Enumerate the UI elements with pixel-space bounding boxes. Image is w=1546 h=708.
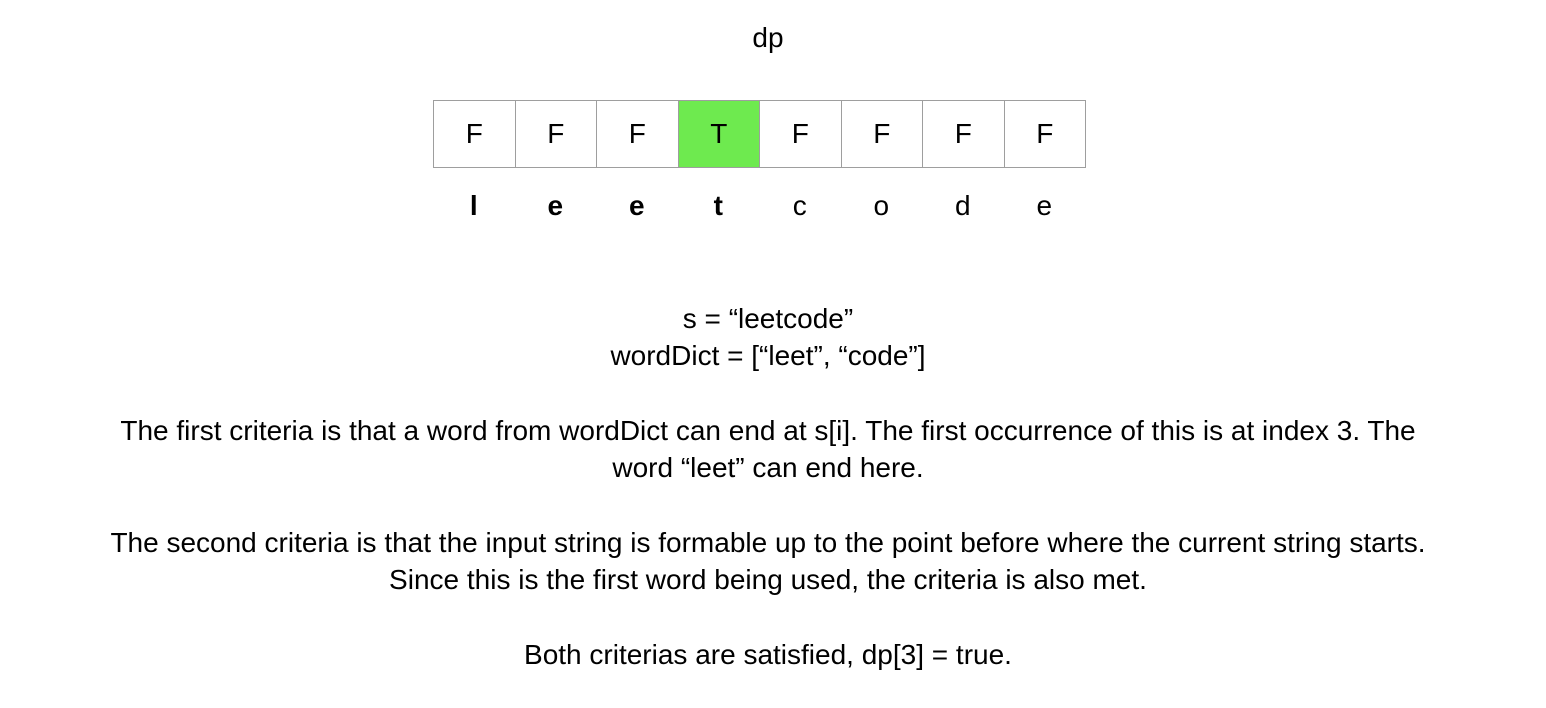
char-6: d xyxy=(954,190,971,221)
char-0: l xyxy=(469,190,478,221)
dp-cell-3: T xyxy=(677,100,760,168)
conclusion-line: Both criterias are satisfied, dp[3] = tr… xyxy=(524,639,1012,670)
dp-cell-7: F xyxy=(1003,100,1086,168)
dp-title: dp xyxy=(752,22,784,53)
dp-cell-5: F xyxy=(840,100,923,168)
char-4: c xyxy=(792,190,807,221)
second-criteria-line-1: The second criteria is that the input st… xyxy=(110,527,1426,558)
first-criteria-paragraph: The first criteria is that a word from w… xyxy=(0,412,1536,486)
worddict-definition: wordDict = [“leet”, “code”] xyxy=(610,340,926,371)
dp-cell-2: F xyxy=(596,100,679,168)
variable-definitions: s = “leetcode” wordDict = [“leet”, “code… xyxy=(0,300,1536,374)
dp-cell-6: F xyxy=(922,100,1005,168)
char-7: e xyxy=(1036,190,1053,221)
first-criteria-line-2: word “leet” can end here. xyxy=(612,452,924,483)
char-2: e xyxy=(628,190,645,221)
char-5: o xyxy=(873,190,890,221)
conclusion-paragraph: Both criterias are satisfied, dp[3] = tr… xyxy=(0,636,1536,673)
dp-cell-1: F xyxy=(514,100,597,168)
string-characters: l e e t c o d e xyxy=(433,186,1085,226)
second-criteria-line-2: Since this is the first word being used,… xyxy=(389,564,1147,595)
char-3: t xyxy=(713,190,723,221)
char-1: e xyxy=(547,190,564,221)
dp-array: F F F T F F F F xyxy=(433,100,1086,168)
second-criteria-paragraph: The second criteria is that the input st… xyxy=(0,524,1536,598)
string-definition: s = “leetcode” xyxy=(682,303,854,334)
dp-cell-4: F xyxy=(759,100,842,168)
first-criteria-line-1: The first criteria is that a word from w… xyxy=(120,415,1416,446)
dp-cell-0: F xyxy=(433,100,516,168)
